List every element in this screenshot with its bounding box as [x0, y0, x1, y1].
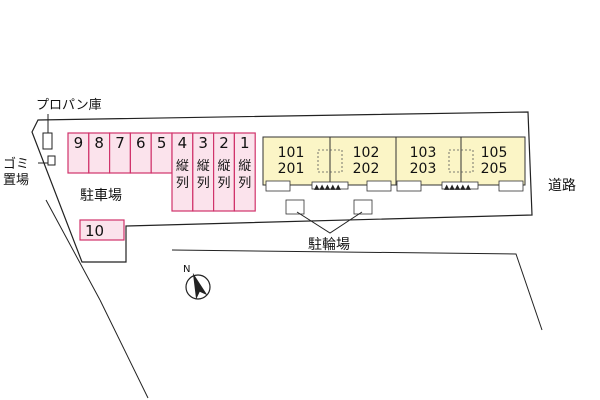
- unit-number: 201: [278, 161, 305, 177]
- parking-space-number: 1: [240, 134, 250, 152]
- garbage-area: [47, 155, 56, 166]
- vertical-parking-mark: 列: [176, 176, 189, 191]
- unit-box: [396, 180, 422, 192]
- parking-label: 駐車場: [80, 187, 122, 204]
- unit-number: 203: [410, 161, 437, 177]
- stair-outline: [317, 149, 343, 173]
- unit-number: 103: [410, 145, 437, 161]
- parking-space-1: [233, 132, 256, 212]
- unit-number: 105: [481, 145, 508, 161]
- parking-space-number: 5: [157, 134, 167, 152]
- parking-space-number: 9: [74, 134, 84, 152]
- unit-number: 205: [481, 161, 508, 177]
- garbage-label-1: ゴミ: [3, 156, 29, 172]
- parking-space-number: 2: [219, 134, 229, 152]
- bicycle-leader: [296, 211, 363, 234]
- entrance-arrows: ▲▲▲▲▲: [314, 183, 342, 191]
- unit-box: [498, 180, 524, 192]
- stair-outline: [448, 149, 474, 173]
- vertical-parking-mark: 縦: [217, 159, 230, 174]
- unit-box: [366, 180, 392, 192]
- parking-space-number: 8: [94, 134, 104, 152]
- vertical-parking-mark: 縦: [197, 159, 210, 174]
- road-edge-left-2: [99, 299, 149, 399]
- north-arrow-icon: N: [183, 264, 211, 300]
- entrance-steps: [311, 181, 349, 190]
- vertical-parking-mark: 列: [217, 176, 230, 191]
- propane-storage-label: プロパン庫: [36, 98, 102, 113]
- bicycle-parking-label: 駐輪場: [308, 236, 350, 253]
- parking-space-10-number: 10: [85, 222, 104, 240]
- vertical-parking-mark: 縦: [238, 159, 251, 174]
- vertical-parking-mark: 列: [197, 176, 210, 191]
- parking-space-number: 3: [198, 134, 208, 152]
- north-label: N: [183, 264, 190, 275]
- road-edge-bottom: [171, 249, 543, 331]
- building: [262, 136, 526, 186]
- bicycle-parking: [353, 199, 373, 215]
- unit-number: 102: [353, 145, 380, 161]
- unit-number: 202: [353, 161, 380, 177]
- road-edge-left: [45, 199, 101, 301]
- parking-space-number: 6: [136, 134, 146, 152]
- vertical-parking-mark: 縦: [176, 159, 189, 174]
- parking-space-10: [79, 219, 125, 241]
- unit-box: [265, 180, 291, 192]
- bicycle-parking: [285, 199, 305, 215]
- entrance-steps: [441, 181, 479, 190]
- parking-space-number: 7: [115, 134, 125, 152]
- garbage-label-2: 置場: [3, 173, 29, 188]
- road-label: 道路: [548, 178, 576, 194]
- entrance-arrows: ▲▲▲▲▲: [444, 183, 472, 191]
- propane-storage: [42, 132, 53, 150]
- unit-number: 101: [278, 145, 305, 161]
- vertical-parking-mark: 列: [238, 176, 251, 191]
- parking-space-number: 4: [178, 134, 188, 152]
